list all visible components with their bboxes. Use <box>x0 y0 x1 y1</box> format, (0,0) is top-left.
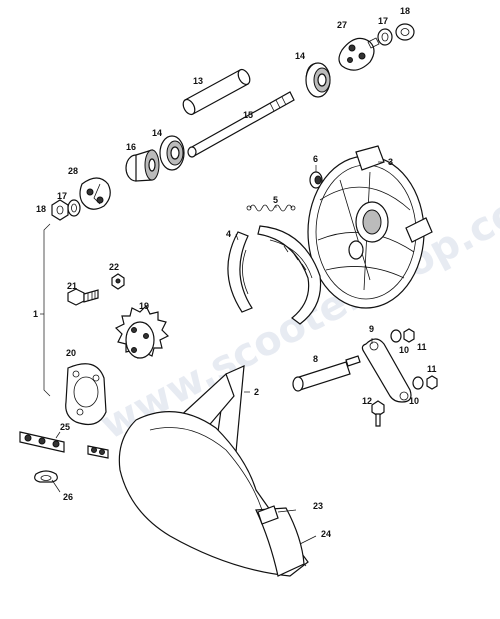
part-26-clip <box>34 470 58 483</box>
callout-15: 15 <box>243 110 253 120</box>
callout-17-top: 17 <box>378 16 388 26</box>
part-21-bolt <box>67 288 99 306</box>
callout-18-top: 18 <box>400 6 410 16</box>
callout-2: 2 <box>254 387 259 397</box>
callout-13: 13 <box>193 76 203 86</box>
callout-9: 9 <box>369 324 374 334</box>
callout-11-lower: 11 <box>427 364 437 374</box>
part-15-axle <box>187 91 295 158</box>
part-27-plate <box>338 37 380 71</box>
part-8-pin <box>292 355 361 392</box>
callout-8: 8 <box>313 354 318 364</box>
callout-12: 12 <box>362 396 372 406</box>
callout-16: 16 <box>126 142 136 152</box>
callout-24: 24 <box>321 529 331 539</box>
part-20-gasket <box>65 363 107 425</box>
callout-5: 5 <box>273 195 278 205</box>
callout-25: 25 <box>60 422 70 432</box>
callout-28: 28 <box>68 166 78 176</box>
callout-6: 6 <box>313 154 318 164</box>
part-1-bracket <box>43 223 51 397</box>
part-19-sprocket <box>114 304 170 360</box>
part-11-nut-upper <box>403 328 415 343</box>
part-9-lever <box>361 338 412 403</box>
part-10-washer-upper <box>390 329 402 343</box>
callout-14-top: 14 <box>295 51 305 61</box>
part-18-nut-left <box>51 199 69 221</box>
part-25-chain <box>19 431 109 459</box>
callout-10-upper: 10 <box>399 345 409 355</box>
part-13-spacer-tube <box>182 68 251 116</box>
callout-4: 4 <box>226 229 231 239</box>
part-14-bearing-top <box>305 62 331 98</box>
callout-10-lower: 10 <box>409 396 419 406</box>
callout-21: 21 <box>67 281 77 291</box>
part-11-nut-lower <box>426 375 438 390</box>
callout-22: 22 <box>109 262 119 272</box>
callout-18-left: 18 <box>36 204 46 214</box>
callout-23: 23 <box>313 501 323 511</box>
part-5-spring <box>246 204 296 212</box>
callout-17-left: 17 <box>57 191 67 201</box>
part-24-chain-guard <box>118 411 309 577</box>
callout-27: 27 <box>337 20 347 30</box>
callout-11-upper: 11 <box>417 342 427 352</box>
part-4-brake-shoes <box>227 225 322 325</box>
leader-lines <box>40 161 384 545</box>
callout-26: 26 <box>63 492 73 502</box>
callout-14-mid: 14 <box>152 128 162 138</box>
part-22-nut <box>111 273 125 290</box>
part-12-bolt <box>371 400 385 427</box>
part-10-washer-lower <box>412 376 424 390</box>
callout-20: 20 <box>66 348 76 358</box>
callout-labels: 1 2 3 4 5 6 8 9 10 11 10 11 12 13 14 14 … <box>33 6 437 539</box>
part-18-nut-top <box>395 23 415 41</box>
watermark-text: www.scootershop.com <box>93 170 500 449</box>
part-14-bearing-mid <box>159 135 185 171</box>
part-17-washer-top <box>377 28 393 46</box>
callout-19: 19 <box>139 301 149 311</box>
part-28-drive-plate <box>79 177 111 210</box>
part-16-hub <box>125 149 160 182</box>
part-17-washer-left <box>67 199 81 217</box>
part-3-brake-plate <box>307 145 433 309</box>
callout-3: 3 <box>388 157 393 167</box>
callout-1: 1 <box>33 309 38 319</box>
part-23-clip <box>257 505 279 525</box>
